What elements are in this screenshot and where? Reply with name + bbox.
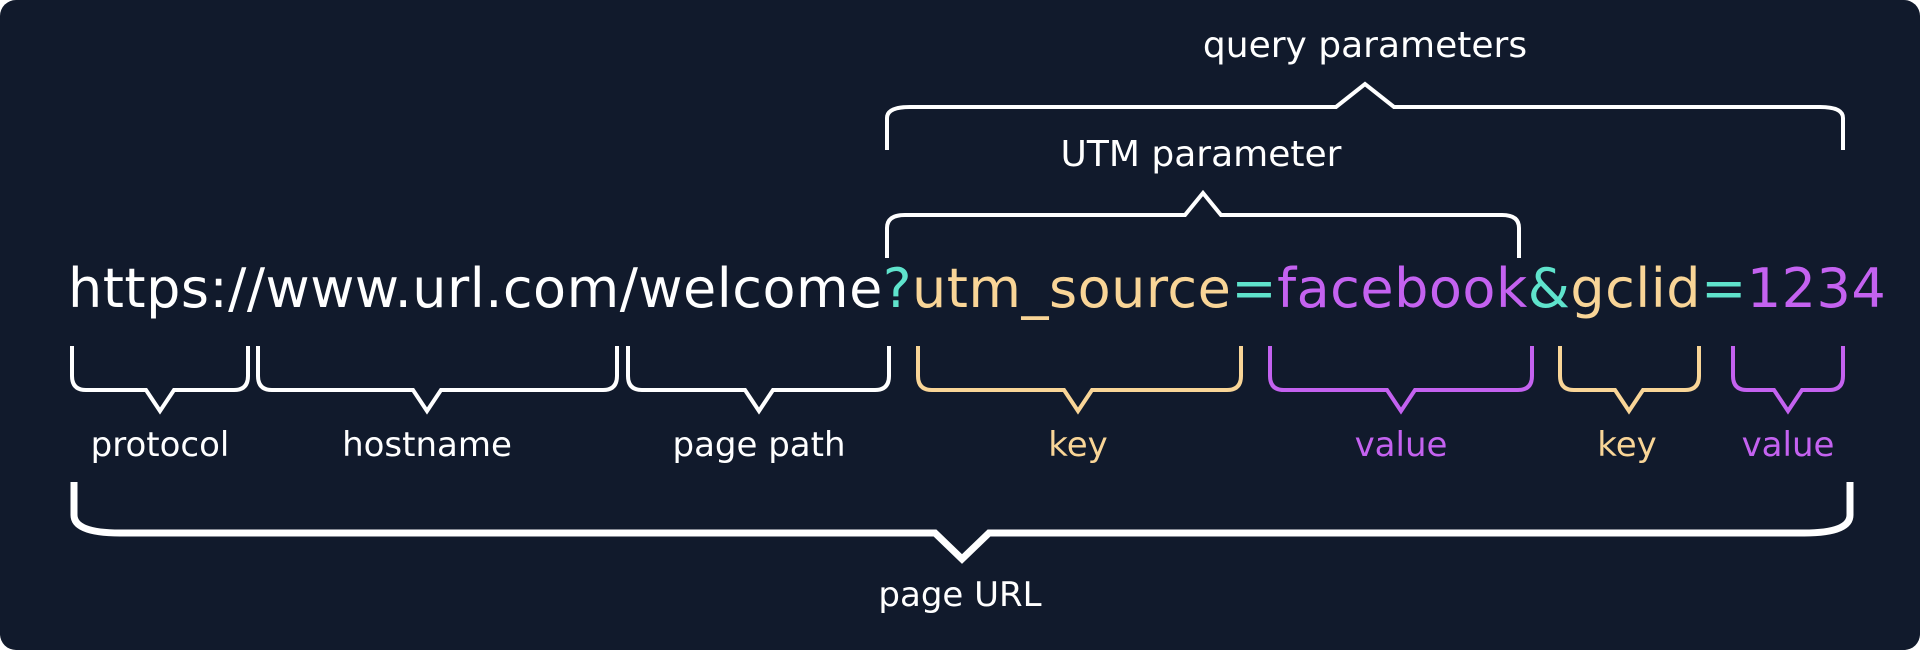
url-question-mark: ? (882, 257, 912, 320)
hostname-label: hostname (342, 425, 512, 465)
utm-parameter-bracket (885, 189, 1521, 258)
hostname-bracket (256, 346, 619, 415)
protocol-label: protocol (90, 425, 230, 465)
key-2-bracket (1558, 346, 1701, 415)
url-equals-2: = (1701, 257, 1747, 320)
url-equals-1: = (1231, 257, 1278, 320)
key-1-bracket (916, 346, 1243, 415)
page-url-label: page URL (878, 575, 1042, 615)
page-path-label: page path (672, 425, 846, 465)
query-parameters-bracket (885, 81, 1845, 150)
example-url: https://www.url.com/welcome?utm_source=f… (68, 262, 1886, 316)
page-url-bracket (70, 482, 1854, 564)
value-1-bracket (1268, 346, 1534, 415)
query-parameters-label: query parameters (1202, 25, 1528, 66)
url-value-2: 1234 (1746, 257, 1887, 320)
value-2-label: value (1741, 425, 1835, 465)
key-2-label: key (1597, 425, 1657, 465)
utm-parameter-label: UTM parameter (1060, 134, 1342, 175)
url-key-2: gclid (1570, 257, 1702, 320)
value-2-bracket (1731, 346, 1845, 415)
url-ampersand: & (1527, 257, 1571, 320)
url-value-1: facebook (1277, 257, 1528, 320)
url-key-1: utm_source (912, 257, 1232, 320)
protocol-bracket (70, 346, 250, 415)
key-1-label: key (1048, 425, 1108, 465)
page-path-bracket (626, 346, 891, 415)
url-base: https://www.url.com/welcome (68, 257, 883, 320)
value-1-label: value (1354, 425, 1448, 465)
